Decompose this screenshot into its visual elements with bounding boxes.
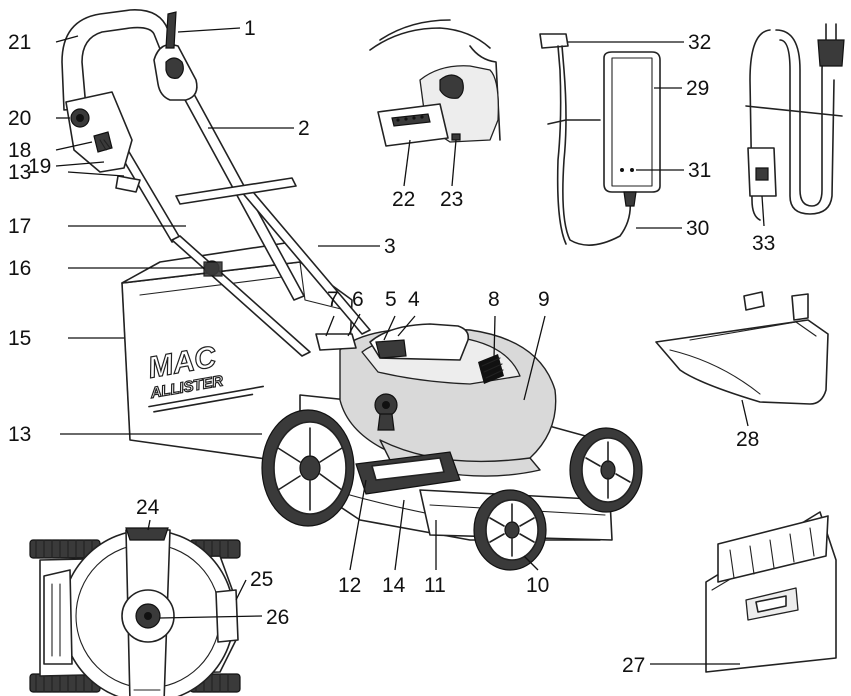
- callout-13-lower: 13: [8, 423, 31, 446]
- mulching-plug: [705, 511, 837, 673]
- callout-17: 17: [8, 215, 31, 238]
- callout-21: 21: [8, 31, 31, 54]
- callout-18: 18: [8, 139, 31, 162]
- callout-12: 12: [338, 574, 361, 597]
- front-wheel: [473, 489, 547, 571]
- leader-lines: [55, 27, 765, 665]
- callout-19: 19: [28, 155, 51, 178]
- callout-8: 8: [488, 288, 500, 311]
- callout-25: 25: [250, 568, 273, 591]
- callout-28: 28: [736, 428, 759, 451]
- callout-13-upper: 13: [8, 161, 31, 184]
- side-discharge-chute: [655, 291, 829, 405]
- callout-labels: 1 2 3 4 5 6 7 8 9 10 11 12 13 13 14 15 1…: [8, 17, 775, 677]
- callout-29: 29: [686, 77, 709, 100]
- rear-right-wheel: [569, 427, 643, 513]
- callout-14: 14: [382, 574, 406, 597]
- callout-7: 7: [327, 288, 339, 311]
- callout-11: 11: [424, 574, 446, 597]
- callout-30: 30: [686, 217, 709, 240]
- callout-23: 23: [440, 188, 463, 211]
- callout-15: 15: [8, 327, 31, 350]
- callout-1: 1: [244, 17, 256, 40]
- callout-33: 33: [752, 232, 775, 255]
- callout-10: 10: [526, 574, 549, 597]
- battery-detail: [369, 19, 501, 147]
- callout-26: 26: [266, 606, 289, 629]
- callout-4: 4: [408, 288, 420, 311]
- rear-left-wheel: [261, 409, 355, 527]
- callout-9: 9: [538, 288, 550, 311]
- charger-detail: [539, 33, 661, 246]
- callout-3: 3: [384, 235, 396, 258]
- callout-27: 27: [622, 654, 645, 677]
- callout-20: 20: [8, 107, 31, 130]
- callout-32: 32: [688, 31, 711, 54]
- callout-24: 24: [136, 496, 160, 519]
- callout-2: 2: [298, 117, 310, 140]
- grass-collection-box: MAC ALLISTER: [121, 241, 353, 471]
- callout-22: 22: [392, 188, 415, 211]
- callout-31: 31: [688, 159, 711, 182]
- mains-cable-detail: [745, 23, 845, 221]
- mower-body: [299, 323, 621, 541]
- mower-underside: [29, 527, 241, 696]
- callout-6: 6: [352, 288, 364, 311]
- callout-5: 5: [385, 288, 397, 311]
- callout-16: 16: [8, 257, 31, 280]
- handle-assembly: [61, 9, 371, 357]
